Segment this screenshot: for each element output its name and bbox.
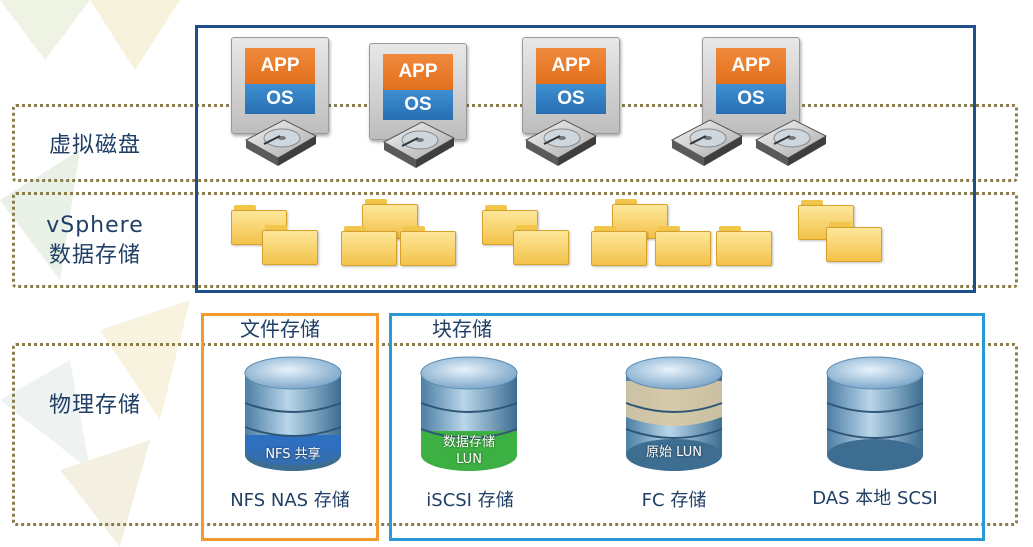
- fc-storage-icon: [625, 356, 723, 471]
- das-storage-label: DAS 本地 SCSI: [812, 488, 938, 509]
- vsphere-label-line1: vSphere: [46, 213, 144, 238]
- virtual-disk-row: [12, 104, 1018, 182]
- os-tile: OS: [383, 90, 453, 120]
- vm-1: APP OS: [231, 37, 329, 134]
- folder-icon: [591, 226, 647, 266]
- os-tile: OS: [536, 84, 606, 114]
- hard-disk-icon: [754, 119, 828, 166]
- nfs-storage-label: NFS NAS 存储: [230, 490, 350, 511]
- background-pattern: [0, 0, 190, 547]
- physical-storage-row: [12, 343, 1018, 526]
- file-storage-frame: [201, 313, 379, 541]
- os-tile: OS: [245, 84, 315, 114]
- app-tile: APP: [245, 48, 315, 84]
- hard-disk-icon: [382, 121, 456, 168]
- vsphere-label: vSphere 数据存储: [30, 211, 160, 271]
- das-storage-icon: [826, 356, 924, 471]
- nfs-storage-icon: [244, 356, 342, 471]
- iscsi-storage-label: iSCSI 存储: [426, 490, 514, 511]
- vsphere-label-line2: 数据存储: [48, 243, 141, 268]
- block-storage-frame: [389, 313, 985, 541]
- nfs-disk-text: NFS 共享: [265, 447, 321, 462]
- folder-icon: [400, 226, 456, 266]
- folder-icon: [341, 226, 397, 266]
- folder-icon: [716, 226, 772, 266]
- vsphere-datastore-row: [12, 192, 1018, 288]
- background-decoration: [0, 0, 210, 547]
- fc-disk-text: 原始 LUN: [646, 445, 702, 460]
- hard-disk-icon: [244, 119, 318, 166]
- iscsi-disk-text-1: 数据存储: [442, 435, 495, 450]
- app-tile: APP: [536, 48, 606, 84]
- folder-icon: [655, 226, 711, 266]
- physical-storage-label: 物理存储: [48, 393, 141, 418]
- vm-4: APP OS: [702, 37, 800, 134]
- vm-3: APP OS: [522, 37, 620, 134]
- folder-icon: [826, 222, 882, 262]
- fc-storage-label: FC 存储: [641, 490, 707, 511]
- folder-icon: [513, 225, 569, 265]
- file-storage-title: 文件存储: [240, 317, 320, 341]
- hard-disk-icon: [670, 119, 744, 166]
- folder-icon: [262, 225, 318, 265]
- block-storage-title: 块存储: [432, 317, 492, 341]
- app-tile: APP: [716, 48, 786, 84]
- iscsi-disk-text-2: LUN: [456, 452, 482, 467]
- os-tile: OS: [716, 84, 786, 114]
- hard-disk-icon: [524, 119, 598, 166]
- virtual-disk-label: 虚拟磁盘: [48, 133, 141, 158]
- vm-frame: [195, 25, 976, 293]
- app-tile: APP: [383, 54, 453, 90]
- iscsi-storage-icon: [420, 356, 518, 471]
